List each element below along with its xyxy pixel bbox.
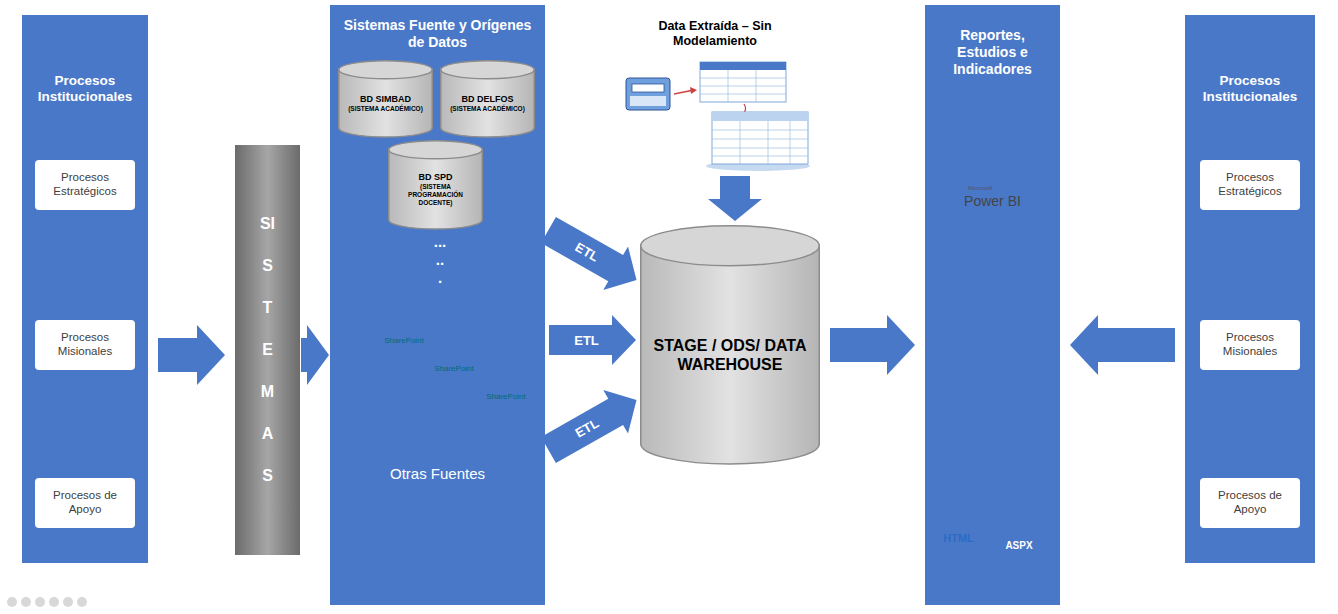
data-extraction-picture — [756, 70, 757, 102]
ellipsis-mark: .. — [415, 252, 465, 269]
data-extraction-picture — [700, 62, 786, 102]
cylinder-top — [441, 61, 535, 79]
data-extraction-picture — [630, 96, 666, 106]
footer-icons — [7, 597, 87, 607]
footer-icons — [21, 597, 31, 607]
data-extraction-picture — [728, 70, 729, 102]
ellipsis-mark: . — [415, 270, 465, 287]
brand-caption: Microsoft — [968, 185, 1018, 192]
data-extraction-picture — [632, 84, 664, 92]
node-title: Reportes, Estudios e Indicadores — [929, 27, 1056, 77]
data-extraction-picture — [768, 121, 769, 164]
data-extraction-picture — [712, 121, 808, 164]
process-panel: Sistemas Fuente y Orígenes de Datos BD SI… — [330, 5, 545, 605]
database-cylinder: BD SIMBAD(SISTEMA ACADÉMICO) — [338, 60, 433, 138]
data-extraction-picture — [700, 78, 786, 79]
icon-caption: SharePoint — [380, 337, 428, 346]
node-title: Procesos de Apoyo — [40, 489, 130, 517]
process-box: Procesos Misionales — [35, 320, 135, 370]
node-subtitle: (SISTEMA PROGRAMACIÓN DOCENTE) — [394, 183, 477, 206]
section-label: Otras Fuentes — [340, 466, 535, 483]
footer-icons — [35, 597, 45, 607]
data-extraction-picture — [740, 121, 741, 164]
data-extraction-picture — [700, 94, 786, 95]
cylinder-top — [389, 141, 483, 159]
cylinder-body — [389, 149, 483, 229]
icon-caption: HTML — [937, 532, 980, 544]
data-extraction-picture — [700, 62, 786, 70]
process-box: Procesos de Apoyo — [1200, 478, 1300, 528]
ellipsis-mark: ... — [415, 234, 465, 251]
node-title: Data Extraída – Sin Modelamiento — [625, 19, 805, 49]
flow-arrow — [1070, 315, 1175, 375]
icon-caption: SharePoint — [430, 365, 478, 374]
node-title: Procesos Misionales — [1205, 331, 1295, 359]
footer-icons — [77, 597, 87, 607]
data-extraction-picture — [700, 70, 786, 102]
node-title: Procesos Institucionales — [1189, 73, 1311, 105]
flow-arrow — [830, 315, 915, 375]
cylinder-top — [641, 226, 820, 266]
data-extraction-picture — [700, 86, 786, 87]
data-extraction-picture — [626, 62, 810, 171]
process-panel: Procesos InstitucionalesProcesos Estraté… — [22, 15, 148, 563]
data-extraction-picture — [626, 78, 670, 110]
systems-bar: SISTEMAS — [235, 145, 300, 555]
data-extraction-picture — [712, 112, 808, 121]
etl-arrow — [541, 217, 636, 290]
etl-arrow — [549, 315, 636, 365]
database-cylinder: STAGE / ODS/ DATA WAREHOUSE — [640, 225, 820, 465]
data-extraction-picture — [790, 121, 791, 164]
data-extraction-picture — [712, 130, 808, 131]
footer-icons — [7, 597, 17, 607]
flow-arrow — [158, 325, 225, 385]
icon-caption: SharePoint — [482, 393, 530, 402]
node-title: BD DELFOS — [461, 94, 513, 105]
process-box: Procesos Estratégicos — [35, 160, 135, 210]
node-title: Procesos Estratégicos — [40, 171, 130, 199]
cylinder-body — [641, 245, 820, 464]
node-title: Procesos de Apoyo — [1205, 489, 1295, 517]
node-title: BD SPD — [418, 172, 452, 183]
node-title: STAGE / ODS/ DATA WAREHOUSE — [646, 336, 814, 374]
process-box: Procesos Estratégicos — [1200, 160, 1300, 210]
cylinder-top — [339, 61, 433, 79]
node-title: Sistemas Fuente y Orígenes de Datos — [334, 17, 541, 51]
node-title: Procesos Institucionales — [26, 73, 144, 105]
data-extraction-picture — [712, 139, 808, 140]
footer-icons — [63, 597, 73, 607]
data-extract-block: Data Extraída – Sin Modelamiento — [615, 15, 815, 172]
edge-label: ETL — [574, 334, 599, 347]
process-box: Procesos de Apoyo — [35, 478, 135, 528]
icon-caption: Power BI — [955, 194, 1030, 209]
node-title: Procesos Misionales — [40, 331, 130, 359]
data-extraction-picture — [712, 112, 808, 164]
flow-arrow — [301, 325, 329, 385]
edge-label: ETL — [573, 240, 601, 263]
data-extraction-picture — [712, 156, 808, 157]
flow-arrow — [708, 176, 762, 221]
data-extraction-picture — [712, 148, 808, 149]
process-panel: Procesos InstitucionalesProcesos Estraté… — [1185, 15, 1315, 563]
node-subtitle: (SISTEMA ACADÉMICO) — [450, 105, 525, 113]
edge-label: ETL — [573, 416, 601, 439]
node-subtitle: (SISTEMA ACADÉMICO) — [348, 105, 423, 113]
data-extraction-picture — [690, 87, 697, 94]
process-panel: Reportes, Estudios e Indicadores — [925, 5, 1060, 605]
footer-icons — [49, 597, 59, 607]
node-title: BD SIMBAD — [360, 94, 411, 105]
database-cylinder: BD DELFOS(SISTEMA ACADÉMICO) — [440, 60, 535, 138]
icon-caption: ASPX — [994, 540, 1044, 551]
etl-arrow — [541, 390, 636, 463]
node-title: Procesos Estratégicos — [1205, 171, 1295, 199]
node-title: SISTEMAS — [260, 203, 276, 497]
database-cylinder: BD SPD(SISTEMA PROGRAMACIÓN DOCENTE) — [388, 140, 483, 230]
process-box: Procesos Misionales — [1200, 320, 1300, 370]
